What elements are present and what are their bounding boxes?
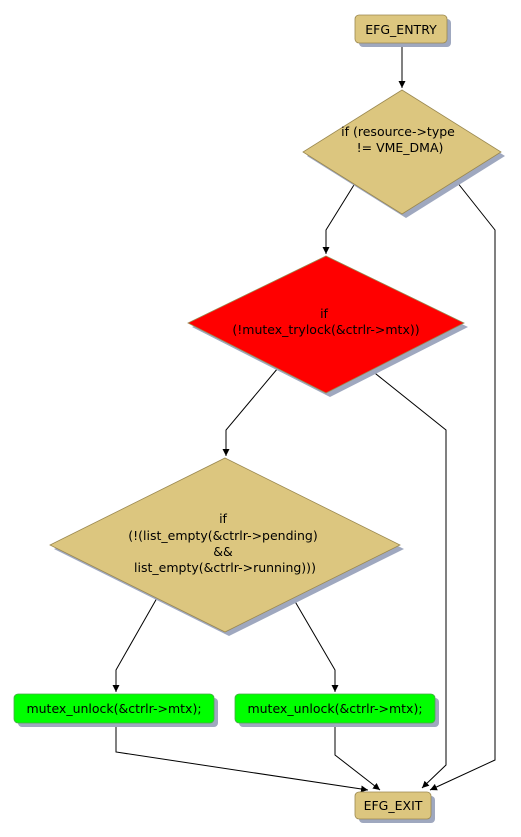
edges (112, 46, 496, 793)
edge-resource-type-to-exit (429, 171, 496, 791)
node-condition-resource-type: if (resource->type != VME_DMA) (302, 89, 505, 218)
node-diamond (187, 255, 465, 394)
node-mutex-unlock-left: mutex_unlock(&ctrlr->mtx); (13, 693, 218, 727)
edge-lists-empty-to-unlock-left (112, 597, 158, 692)
node-label-line: (!(list_empty(&ctrlr->pending) (128, 528, 318, 543)
node-label: mutex_unlock(&ctrlr->mtx); (26, 701, 201, 716)
node-diamond (302, 89, 502, 215)
edge-resource-type-to-trylock (322, 171, 363, 254)
node-box (234, 693, 436, 724)
node-label: if (!mutex_trylock(&ctrlr->mtx)) (232, 306, 419, 337)
node-label: EFG_EXIT (364, 798, 423, 813)
edge-trylock-to-lists-empty (222, 367, 279, 456)
node-label-line: if (320, 306, 328, 321)
node-label: if (resource->type != VME_DMA) (341, 124, 459, 155)
edge-lists-empty-to-unlock-right (292, 597, 339, 692)
node-label-line: list_empty(&ctrlr->running))) (134, 560, 316, 575)
node-label: EFG_ENTRY (365, 22, 437, 37)
node-efg-exit: EFG_EXIT (354, 791, 435, 823)
node-label-line: != VME_DMA) (357, 140, 444, 155)
node-label: mutex_unlock(&ctrlr->mtx); (247, 701, 422, 716)
node-mutex-unlock-right: mutex_unlock(&ctrlr->mtx); (234, 693, 439, 727)
node-label-line: if (219, 511, 227, 526)
node-condition-trylock: if (!mutex_trylock(&ctrlr->mtx)) (187, 255, 468, 397)
node-label: if (!(list_empty(&ctrlr->pending) && lis… (128, 511, 321, 575)
node-label-line: (!mutex_trylock(&ctrlr->mtx)) (232, 322, 419, 337)
node-label-line: if (resource->type (341, 124, 455, 139)
edge-trylock-to-exit (370, 369, 447, 789)
edge-unlock-right-to-exit (334, 725, 381, 791)
node-label-line: && (213, 544, 233, 559)
node-efg-entry: EFG_ENTRY (354, 14, 451, 47)
node-box (13, 693, 215, 724)
node-box (354, 14, 448, 44)
node-box (354, 791, 432, 820)
edge-unlock-left-to-exit (115, 725, 369, 793)
node-condition-lists-empty: if (!(list_empty(&ctrlr->pending) && lis… (49, 457, 404, 636)
node-diamond (49, 457, 401, 633)
